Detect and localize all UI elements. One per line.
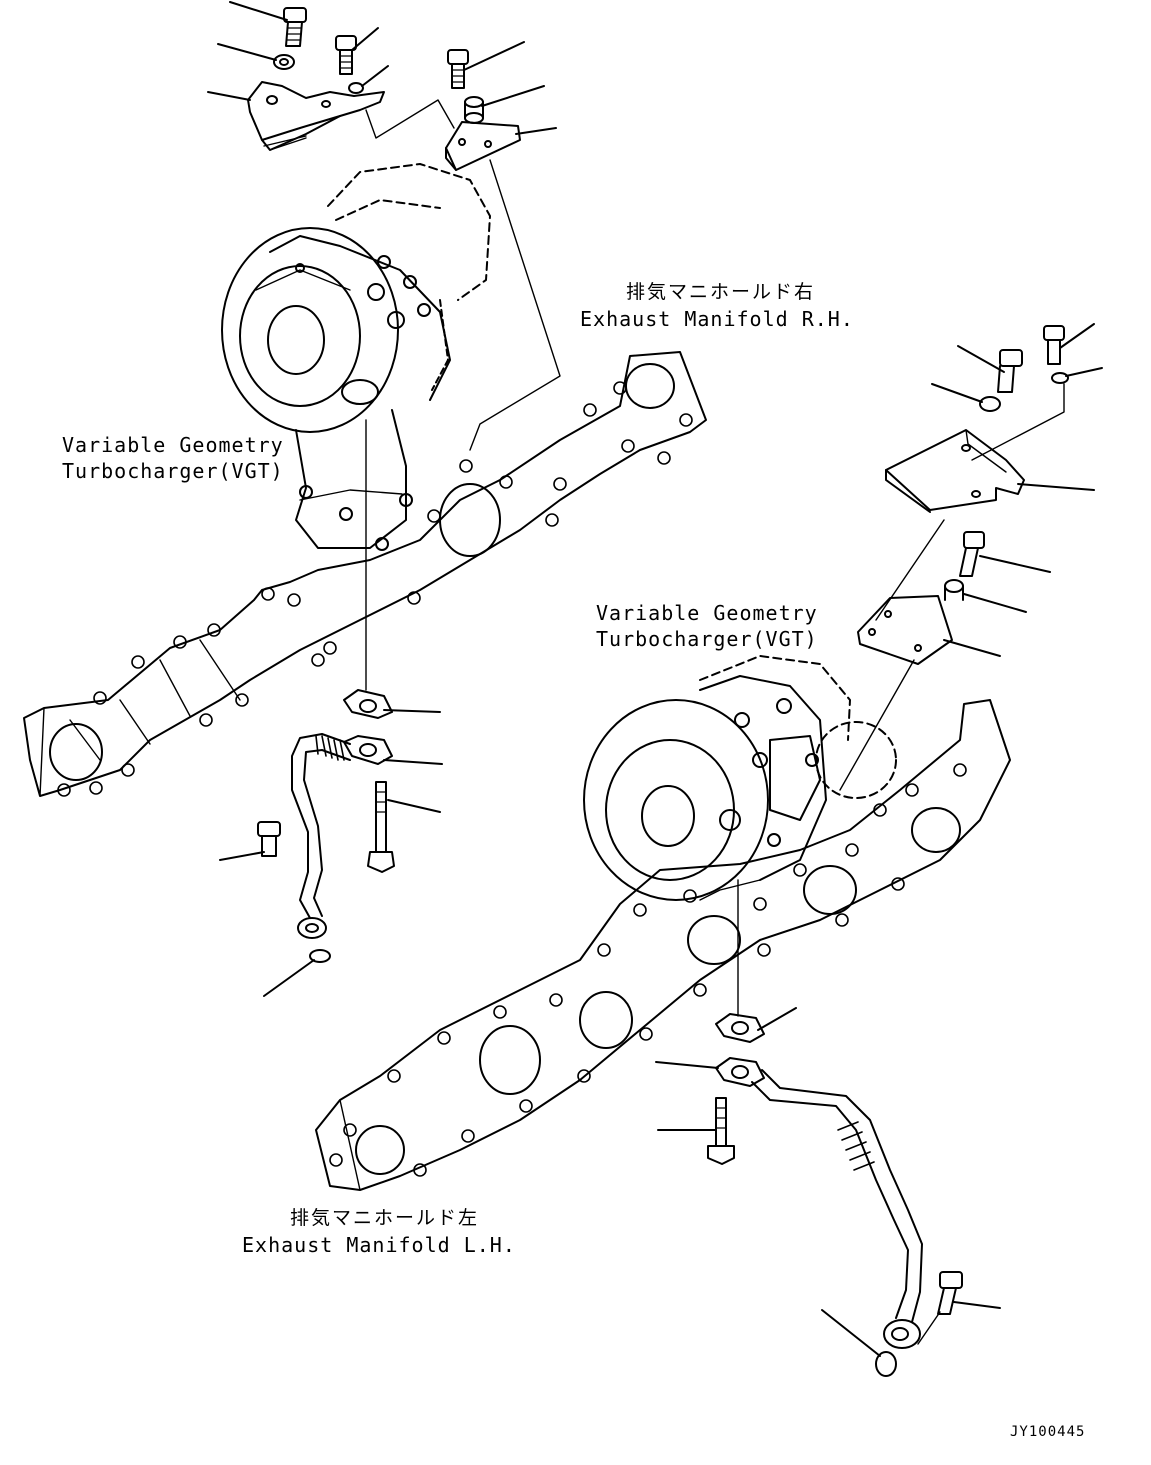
flange-icon [715,1057,765,1087]
gasket-icon [343,689,393,719]
vgt-lower-label-line2: Turbocharger(VGT) [596,627,818,651]
washer-icon [1051,372,1069,384]
spacer-icon [464,96,484,124]
right-bracket-group [839,323,1103,791]
upper-oil-pipe-group [219,419,443,997]
upper-bracket-group [207,1,561,451]
exhaust-manifold-rh-label: Exhaust Manifold R.H. [580,307,854,331]
bolt-icon [447,49,469,89]
exhaust-manifold-lh-label-jp: 排気マニホールド左 [290,1207,480,1229]
bolt-icon [1043,325,1065,365]
bracket-icon [885,429,1025,513]
bracket-icon [247,81,385,151]
lower-turbocharger [583,655,897,901]
washer-icon [348,82,364,94]
bolt-icon [937,1271,963,1315]
upper-turbocharger [221,163,491,551]
exhaust-manifold-lh-label: Exhaust Manifold L.H. [242,1233,516,1257]
flange-icon [343,735,393,765]
lower-oil-pipe-group [655,879,1001,1377]
bolt-icon [257,821,281,857]
drawing-code: JY100445 [1010,1424,1086,1440]
vgt-upper-label-line2: Turbocharger(VGT) [62,459,284,483]
gasket-icon [715,1013,765,1043]
lower-exhaust-manifold [315,699,1011,1191]
washer-icon [273,54,295,70]
oil-pipe-icon [291,733,351,939]
bolt-icon [335,35,357,75]
bolt-icon [959,531,985,577]
spacer-icon [944,579,964,601]
o-ring-icon [875,1351,897,1377]
plate-icon [857,595,953,665]
bolt-icon [367,781,395,873]
plate-icon [445,121,521,171]
oil-pipe-icon [751,1069,923,1349]
vgt-upper-label-line1: Variable Geometry [62,433,284,457]
upper-exhaust-manifold [23,351,707,797]
bolt-icon [283,7,307,47]
o-ring-icon [309,949,331,963]
washer-icon [979,396,1001,412]
exhaust-manifold-rh-label-jp: 排気マニホールド右 [626,281,816,303]
bolt-icon [997,349,1023,393]
vgt-lower-label-line1: Variable Geometry [596,601,818,625]
